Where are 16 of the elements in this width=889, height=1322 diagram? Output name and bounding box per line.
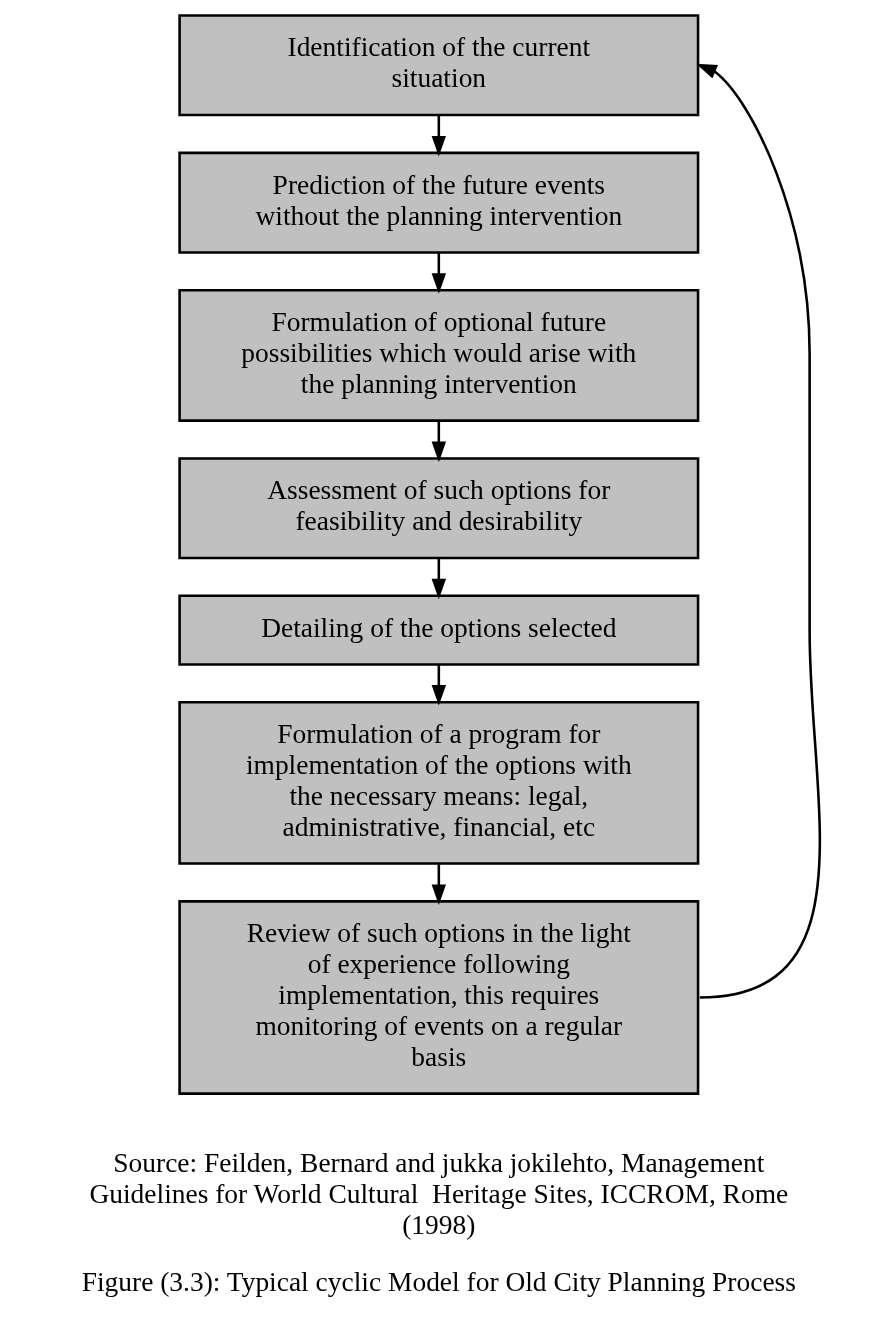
arrow — [431, 115, 447, 157]
node-box: Assessment of such options for feasibility and desirability — [178, 457, 700, 560]
node-box: Review of such options in the light of experience following implementation, this requires monitoring of events on a regular basis — [178, 900, 700, 1095]
arrow — [431, 420, 447, 463]
arrow — [431, 252, 447, 294]
node-box: Prediction of the future events without the planning intervention — [178, 151, 700, 254]
label: Source: Feilden, Bernard and jukka jokilehto, Management Guidelines for World Cultural Heritage Sites, ICCROM, Rome (1998) — [89, 1148, 789, 1241]
arrow — [431, 664, 447, 706]
node-box: Formulation of a program for implementation of the options with the necessary means: legal, administrative, financial, etc — [178, 700, 700, 865]
node-box: Detailing of the options selected — [178, 594, 700, 666]
caption: Figure (3.3): Typical cyclic Model for Old City Planning Process — [81, 1266, 796, 1297]
arrow — [431, 558, 447, 600]
node-box: Identification of the current situation — [178, 14, 700, 117]
arrow — [431, 863, 447, 906]
arrow — [696, 63, 822, 999]
node-box: Formulation of optional future possibilities which would arise with the planning intervention — [178, 288, 700, 422]
